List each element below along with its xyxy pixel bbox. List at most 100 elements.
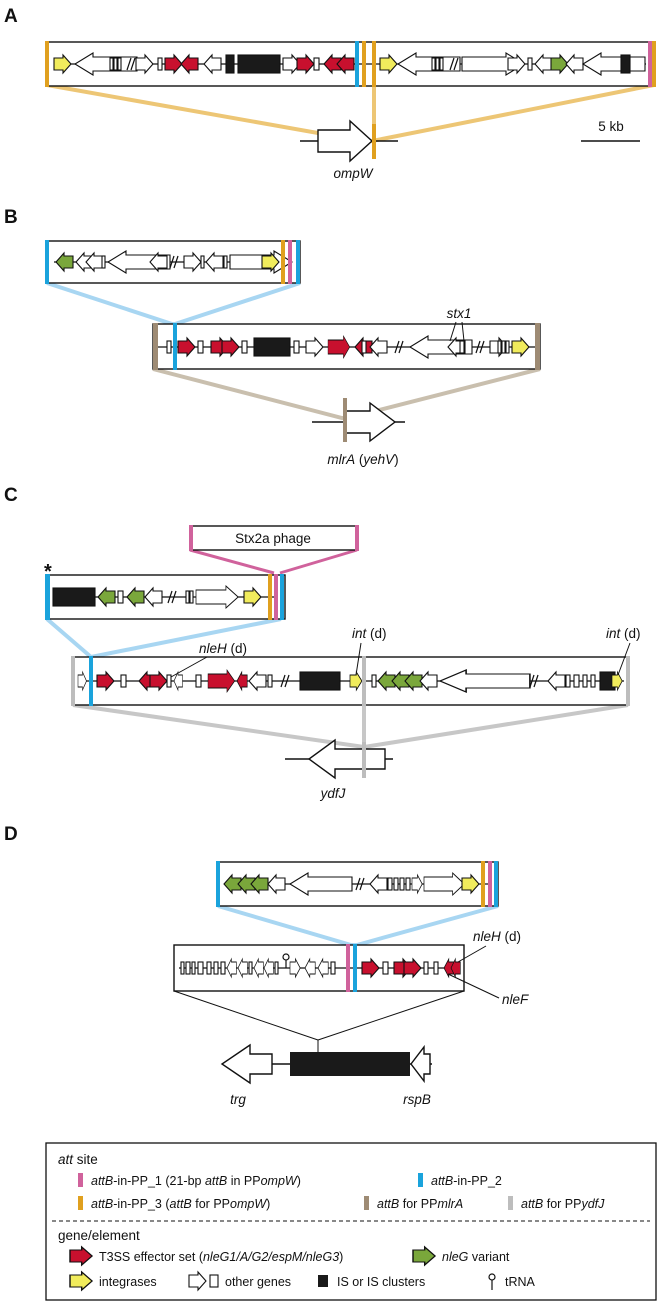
att-site-pp1 — [189, 525, 193, 551]
gene — [180, 961, 185, 975]
att-site-ydfj — [362, 742, 366, 778]
gene — [505, 340, 510, 354]
gene — [195, 674, 202, 688]
att-site-pp1 — [274, 574, 278, 620]
stx1-gene — [459, 340, 465, 354]
is-element — [620, 54, 631, 74]
gene — [393, 877, 399, 891]
legend-pp3: attB-in-PP_3 (attB for PPompW) — [91, 1197, 270, 1211]
mlra-alias-open: ( — [355, 452, 364, 467]
int-d: (d) — [366, 626, 386, 641]
legend-text: -in-PP_2 — [453, 1174, 502, 1188]
gene — [399, 877, 405, 891]
gene — [293, 340, 300, 354]
gene — [573, 674, 580, 688]
legend-text: attB — [431, 1174, 453, 1188]
gene — [387, 877, 393, 891]
gene — [405, 877, 411, 891]
att-site-pp3 — [281, 240, 285, 284]
gene — [117, 590, 124, 604]
int-label-1: int (d) — [352, 626, 387, 641]
att-site-pp1 — [288, 240, 292, 284]
legend-t3ss: T3SS effector set (nleG1/A/G2/espM/nleG3… — [99, 1250, 343, 1264]
legend-text: T3SS effector set ( — [99, 1250, 204, 1264]
site-word: site — [73, 1152, 98, 1167]
legend-text: for PP — [543, 1197, 581, 1211]
trg-gene — [220, 1043, 273, 1085]
panel-a: A — [4, 6, 656, 181]
legend-text: in PP — [227, 1174, 260, 1188]
is-element — [299, 671, 341, 691]
genes-b — [166, 335, 530, 359]
legend-other-genes: other genes — [225, 1275, 291, 1289]
gene — [109, 57, 114, 71]
gene — [371, 674, 377, 688]
legend-ydfj: attB for PPydfJ — [521, 1197, 605, 1211]
att-site-pp2 — [45, 240, 49, 284]
gene — [267, 674, 273, 688]
att-site-pp2 — [494, 861, 498, 907]
legend-mlra: attB for PPmlrA — [377, 1197, 463, 1211]
trg-label: trg — [230, 1092, 246, 1107]
gene — [189, 590, 194, 604]
genes-d-top — [223, 872, 480, 896]
gene — [213, 961, 219, 975]
int-d: (d) — [620, 626, 640, 641]
nleh-gene — [166, 674, 172, 688]
legend-text: attB — [91, 1197, 113, 1211]
gene — [435, 57, 440, 71]
nleh-name: nleH — [473, 929, 501, 944]
ydfj-label: ydfJ — [320, 786, 346, 801]
is-element — [225, 54, 235, 74]
int-label-2: int (d) — [606, 626, 641, 641]
att-site-pp3 — [372, 41, 376, 87]
genes-c-top — [52, 585, 262, 609]
att-site-pp1 — [346, 944, 350, 992]
gene — [206, 961, 212, 975]
legend-text: mlrA — [437, 1197, 463, 1211]
genes-a — [53, 52, 355, 76]
phage-fan — [279, 548, 358, 575]
genes-c — [77, 669, 623, 693]
int-leader — [617, 642, 631, 676]
yehv-name: yehV — [362, 452, 396, 467]
ompw-gene — [317, 119, 374, 163]
att-site-pp2 — [296, 240, 300, 284]
legend-text: ompW — [230, 1197, 267, 1211]
att-site-pp2 — [355, 41, 359, 87]
legend-is-icon — [318, 1275, 328, 1287]
gene — [313, 57, 320, 71]
gene — [439, 57, 444, 71]
gene — [197, 961, 204, 975]
att-site-pp2 — [45, 574, 50, 620]
att-word: att — [58, 1152, 74, 1167]
is-element — [52, 587, 96, 607]
is-element — [290, 1052, 410, 1076]
gene — [185, 961, 191, 975]
gene — [565, 674, 571, 688]
stx1-leader — [449, 321, 457, 342]
legend-pp1: attB-in-PP_1 (21-bp attB in PPompW) — [91, 1174, 301, 1188]
break-marks-d-top — [355, 877, 365, 891]
gene — [274, 961, 279, 975]
ompw-label: ompW — [333, 166, 373, 181]
phage-fan — [189, 548, 275, 575]
panel-c-letter: C — [4, 485, 18, 506]
att-site-pp3 — [45, 41, 49, 87]
genes-a-right — [379, 52, 646, 76]
legend-text: attB — [170, 1197, 192, 1211]
break-marks-b-top — [169, 255, 179, 269]
gene — [185, 590, 190, 604]
int-name: int — [606, 626, 622, 641]
att-site-ydfj — [626, 656, 630, 706]
legend-text: -in-PP_1 (21-bp — [113, 1174, 205, 1188]
att-site-pp2 — [173, 323, 177, 370]
fan-lines-c — [72, 703, 629, 750]
legend-text: for PP — [192, 1197, 230, 1211]
att-site-mlra — [153, 323, 158, 370]
gene — [197, 340, 204, 354]
gene — [361, 340, 367, 354]
legend-trna: tRNA — [505, 1275, 536, 1289]
legend-text: nleG1/A/G2/espM/nleG3 — [203, 1250, 339, 1264]
